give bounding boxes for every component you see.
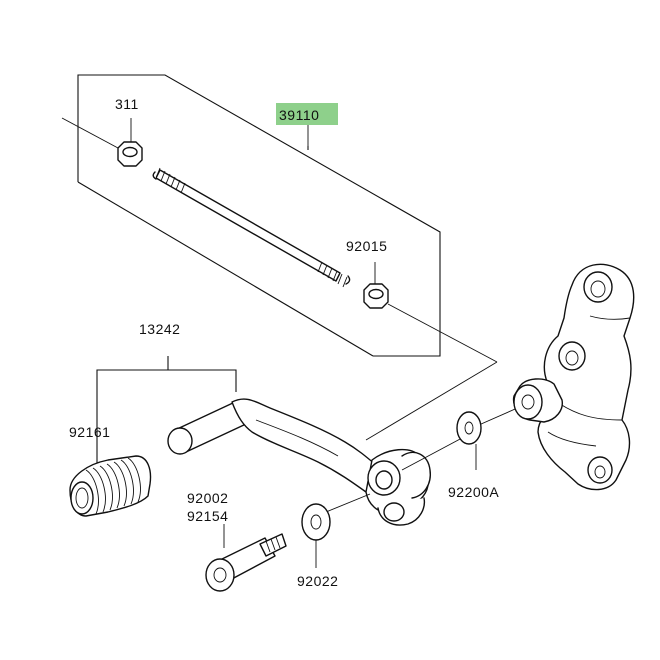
- label-92015[interactable]: 92015: [346, 238, 387, 254]
- label-highlight-39110: [276, 103, 338, 125]
- label-92161[interactable]: 92161: [69, 424, 110, 440]
- bolt-92002: [205, 524, 287, 592]
- label-92002[interactable]: 92002: [187, 490, 228, 506]
- washer-92200a: [401, 405, 523, 471]
- label-311[interactable]: 311: [115, 96, 139, 112]
- axis-line-right: [387, 303, 498, 363]
- label-92200a[interactable]: 92200A: [448, 484, 499, 500]
- axis-line-top: [61, 117, 119, 149]
- bracket-13242: [96, 356, 237, 452]
- nut-311: [117, 118, 143, 167]
- label-92154[interactable]: 92154: [187, 508, 228, 524]
- tie-rod-39110: [152, 167, 351, 288]
- shift-pedal: [167, 398, 431, 526]
- rubber-92161: [69, 452, 152, 517]
- axis-line-link: [365, 361, 498, 441]
- washer-92022: [301, 493, 371, 568]
- label-92022[interactable]: 92022: [297, 573, 338, 589]
- frame-bracket: [512, 263, 635, 491]
- label-39110[interactable]: 39110: [279, 107, 319, 123]
- nut-92015: [363, 262, 389, 309]
- assembly-39110-outline: [77, 74, 441, 357]
- label-13242[interactable]: 13242: [139, 321, 180, 337]
